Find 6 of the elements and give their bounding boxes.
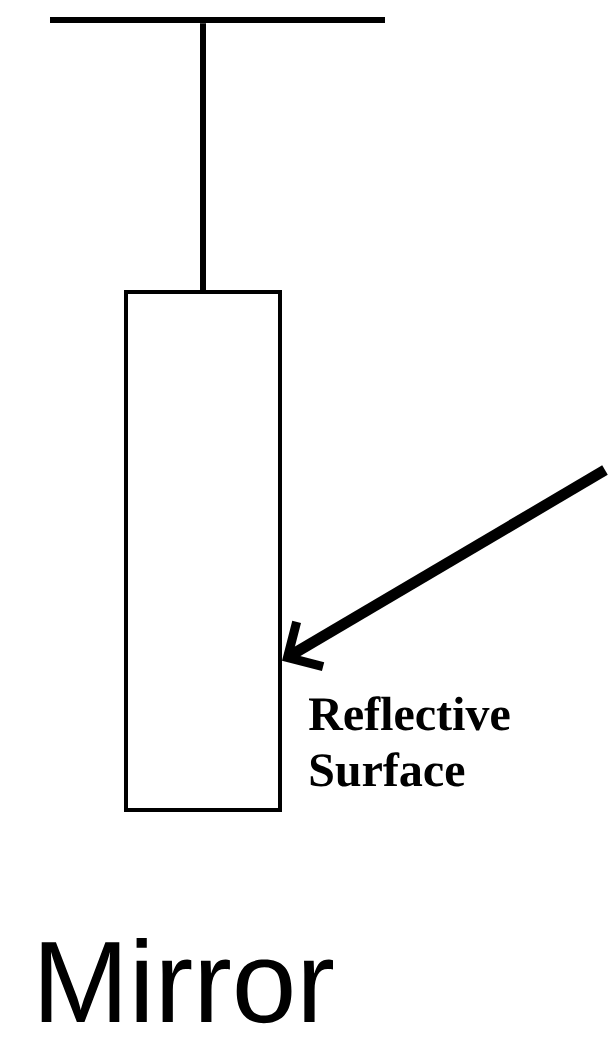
mirror-box	[124, 290, 282, 812]
hanging-rod	[200, 23, 206, 290]
arrow	[282, 465, 608, 671]
ceiling-bar	[50, 17, 385, 23]
title: Mirror	[41, 937, 334, 1024]
surface-label: Reflective Surface	[309, 696, 510, 787]
